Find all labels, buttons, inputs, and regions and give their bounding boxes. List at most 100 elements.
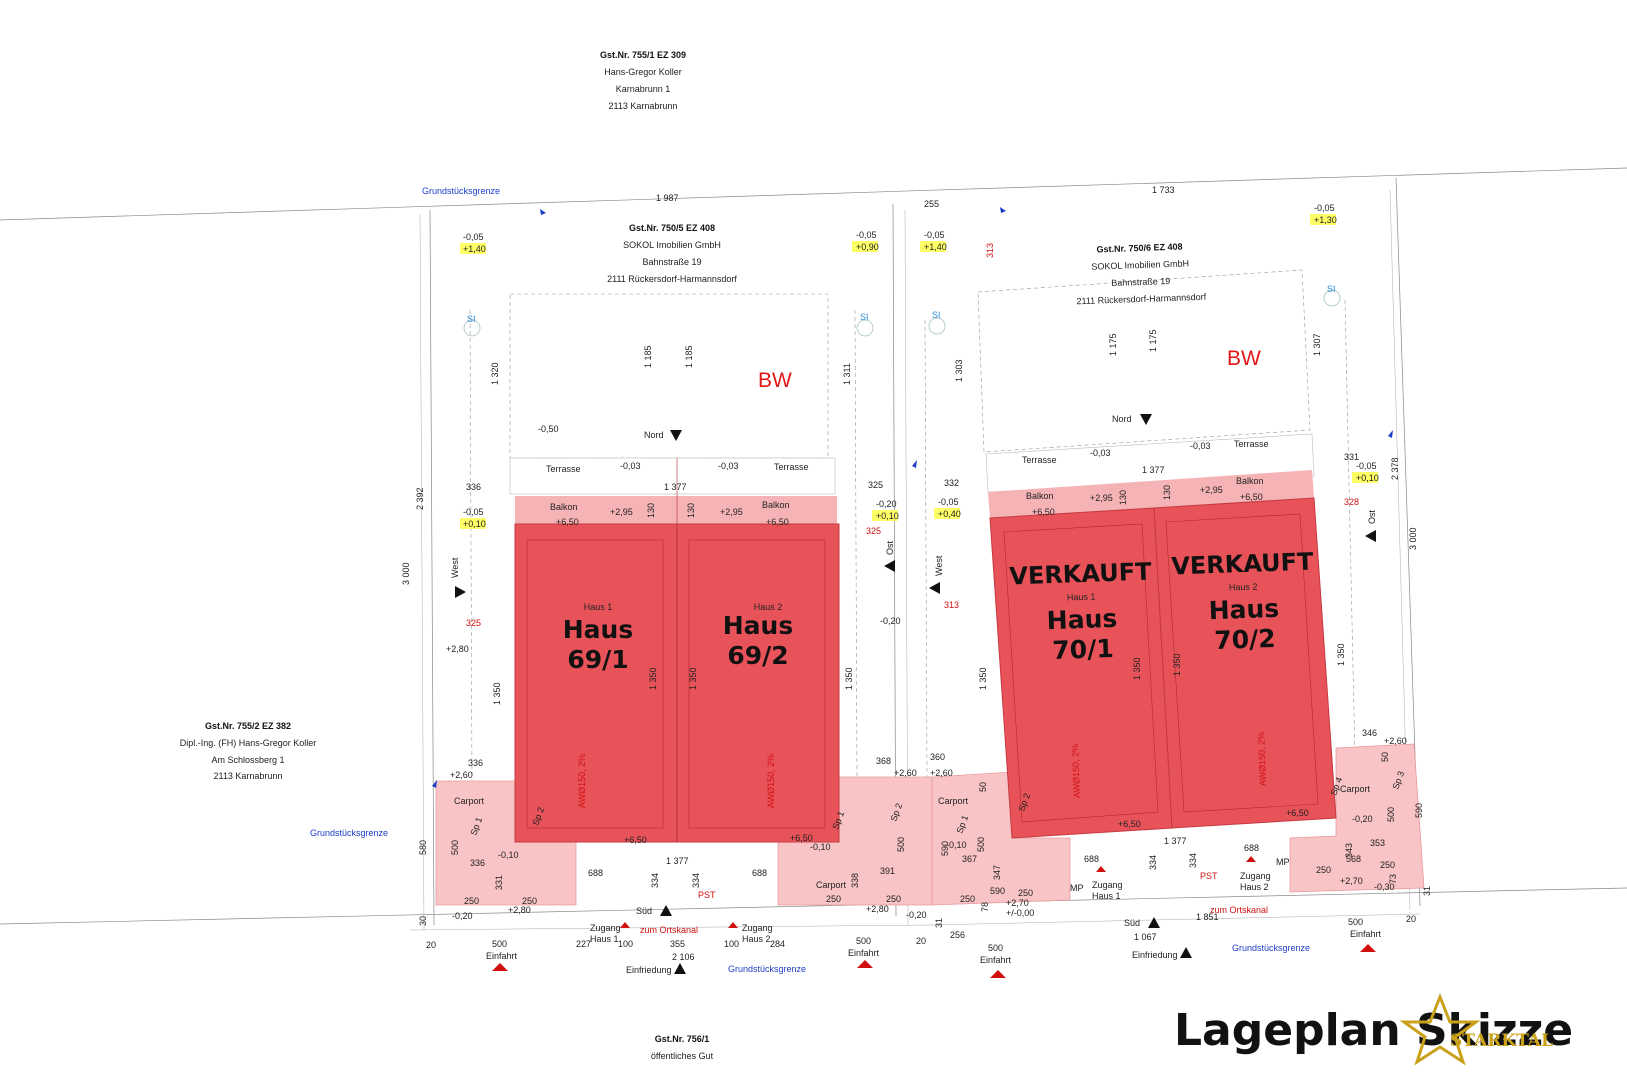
parcel-right: Gst.Nr. 750/6 EZ 408 SOKOL Imobilien Gmb… [1076, 242, 1206, 307]
svg-text:2 378: 2 378 [1390, 457, 1400, 480]
svg-text:334: 334 [691, 873, 701, 888]
svg-text:30: 30 [418, 916, 428, 926]
svg-text:580: 580 [418, 840, 428, 855]
svg-text:334: 334 [1188, 853, 1198, 868]
svg-text:250: 250 [1316, 865, 1331, 875]
dimensions: 1 987 255 1 733 336 1 377 325 332 1 377 … [426, 185, 1416, 962]
svg-text:343: 343 [1344, 843, 1354, 858]
einfriedung-arrow-icon [674, 963, 686, 974]
svg-text:AWØ150, 2%: AWØ150, 2% [766, 754, 776, 808]
houses-69 [514, 458, 840, 843]
svg-text:-0,20: -0,20 [906, 910, 927, 920]
svg-text:1 377: 1 377 [666, 856, 689, 866]
svg-text:1 350: 1 350 [688, 667, 698, 690]
svg-text:+0,40: +0,40 [938, 509, 961, 519]
svg-text:325: 325 [868, 480, 883, 490]
svg-text:Grundstücksgrenze: Grundstücksgrenze [1232, 943, 1310, 953]
svg-text:1 185: 1 185 [643, 345, 653, 368]
svg-text:3 000: 3 000 [401, 562, 411, 585]
svg-text:-0,05: -0,05 [463, 232, 484, 242]
svg-text:250: 250 [960, 894, 975, 904]
parcel-south: Gst.Nr. 756/1 öffentliches Gut [651, 1034, 714, 1061]
svg-text:+0,10: +0,10 [463, 519, 486, 529]
svg-text:+6,50: +6,50 [556, 517, 579, 527]
einfahrt-arrow-icon-1 [492, 963, 508, 971]
ost-arrow-icon [884, 560, 895, 572]
svg-text:Zugang: Zugang [1240, 871, 1271, 881]
svg-text:1 350: 1 350 [648, 667, 658, 690]
svg-text:SOKOL Imobilien GmbH: SOKOL Imobilien GmbH [1091, 258, 1189, 271]
svg-text:368: 368 [876, 756, 891, 766]
svg-text:500: 500 [492, 939, 507, 949]
svg-text:69/2: 69/2 [727, 641, 788, 670]
svg-text:Nord: Nord [1112, 414, 1132, 424]
svg-text:1 311: 1 311 [842, 363, 852, 385]
svg-text:Bahnstraße 19: Bahnstraße 19 [1111, 276, 1170, 288]
svg-text:500: 500 [1386, 807, 1396, 822]
svg-text:Grundstücksgrenze: Grundstücksgrenze [310, 828, 388, 838]
nord-arrow-icon-2 [1140, 414, 1152, 425]
svg-text:347: 347 [992, 865, 1002, 880]
svg-text:MP: MP [1070, 883, 1084, 893]
boundary-labels: Grundstücksgrenze Grundstücksgrenze Grun… [310, 186, 1310, 974]
svg-text:336: 336 [470, 858, 485, 868]
svg-text:+6,50: +6,50 [1240, 492, 1263, 502]
svg-text:Haus 2: Haus 2 [754, 602, 783, 612]
svg-text:353: 353 [1370, 838, 1385, 848]
svg-text:70/1: 70/1 [1052, 634, 1114, 665]
bw-label-1: BW [758, 369, 792, 392]
house-69-1: Haus 1 Haus 69/1 [563, 602, 633, 674]
svg-text:Zugang: Zugang [1092, 880, 1123, 890]
house-70-1: VERKAUFT Haus 1 Haus 70/1 [1009, 558, 1153, 666]
svg-text:+6,50: +6,50 [1118, 819, 1141, 829]
svg-text:Balkon: Balkon [762, 500, 790, 510]
svg-text:1 067: 1 067 [1134, 932, 1157, 942]
svg-text:500: 500 [1348, 917, 1363, 927]
svg-text:Süd: Süd [1124, 918, 1140, 928]
svg-text:Einfahrt: Einfahrt [980, 955, 1012, 965]
svg-text:250: 250 [464, 896, 479, 906]
svg-text:334: 334 [1148, 855, 1158, 870]
sued-arrow-icon [660, 905, 672, 916]
svg-text:-0,05: -0,05 [924, 230, 945, 240]
svg-text:+2,95: +2,95 [610, 507, 633, 517]
svg-text:Balkon: Balkon [1026, 491, 1054, 501]
svg-text:20: 20 [426, 940, 436, 950]
svg-text:Haus: Haus [723, 611, 793, 640]
svg-text:2113 Karnabrunn: 2113 Karnabrunn [609, 101, 678, 111]
svg-text:1 377: 1 377 [1164, 836, 1187, 846]
svg-text:130: 130 [1162, 485, 1172, 500]
svg-text:+/-0,00: +/-0,00 [1006, 908, 1034, 918]
svg-text:391: 391 [880, 866, 895, 876]
svg-text:Gst.Nr. 755/1 EZ 309: Gst.Nr. 755/1 EZ 309 [600, 50, 686, 60]
svg-text:AWØ150, 2%: AWØ150, 2% [577, 754, 587, 808]
svg-text:Carport: Carport [816, 880, 847, 890]
svg-text:West: West [934, 555, 944, 576]
svg-text:-0,03: -0,03 [1090, 448, 1111, 458]
svg-text:1 350: 1 350 [844, 667, 854, 690]
sold-label-1: VERKAUFT [1009, 558, 1153, 591]
svg-text:zum Ortskanal: zum Ortskanal [640, 925, 698, 935]
svg-text:250: 250 [886, 894, 901, 904]
svg-text:+2,60: +2,60 [930, 768, 953, 778]
svg-text:31: 31 [934, 918, 944, 928]
svg-text:Haus 1: Haus 1 [590, 934, 619, 944]
svg-text:Carport: Carport [938, 796, 969, 806]
area-labels: Terrasse Terrasse Terrasse Terrasse Balk… [450, 284, 1406, 975]
svg-text:Terrasse: Terrasse [1022, 455, 1057, 465]
svg-text:Einfriedung: Einfriedung [626, 965, 672, 975]
svg-text:Terrasse: Terrasse [546, 464, 581, 474]
svg-text:Ost: Ost [885, 540, 895, 555]
svg-text:328: 328 [1344, 497, 1359, 507]
svg-text:-0,10: -0,10 [498, 850, 519, 860]
svg-text:Gst.Nr. 755/2 EZ 382: Gst.Nr. 755/2 EZ 382 [205, 721, 291, 731]
svg-text:1 377: 1 377 [664, 482, 687, 492]
svg-text:334: 334 [650, 873, 660, 888]
svg-text:Haus: Haus [1208, 594, 1279, 625]
svg-text:331: 331 [1344, 452, 1359, 462]
svg-text:+1,30: +1,30 [1314, 215, 1337, 225]
svg-text:-0,20: -0,20 [876, 499, 897, 509]
svg-text:1 307: 1 307 [1312, 333, 1322, 356]
svg-text:1 377: 1 377 [1142, 465, 1165, 475]
